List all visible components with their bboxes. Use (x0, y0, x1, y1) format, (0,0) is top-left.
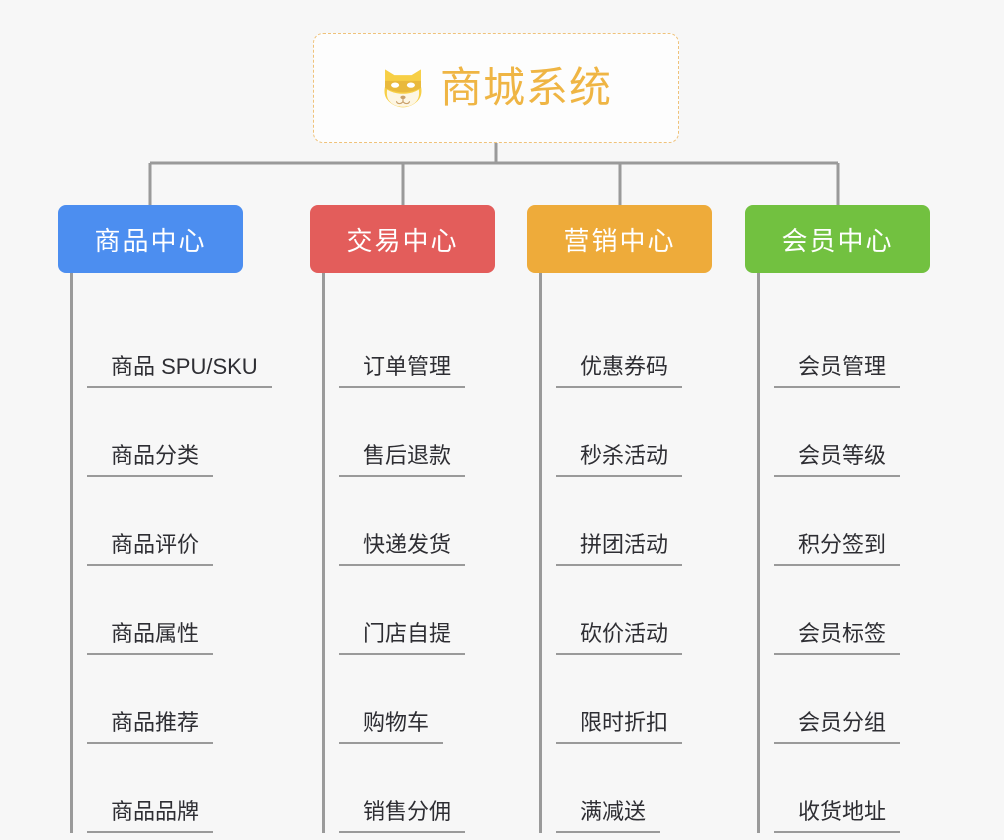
branch-header-member[interactable]: 会员中心 (745, 205, 930, 273)
leaf-label: 限时折扣 (556, 710, 683, 744)
leaf-label: 售后退款 (339, 443, 466, 477)
leaf-label: 收货地址 (774, 799, 901, 833)
root-node[interactable]: 商城系统 (313, 33, 679, 143)
branch-column-marketing: 营销中心 优惠券码 秒杀活动 拼团活动 砍价活动 限时折扣 满减送 (527, 205, 712, 833)
leaf-label: 拼团活动 (556, 532, 683, 566)
list-item[interactable]: 商品推荐 (87, 655, 272, 744)
leaf-list-trade: 订单管理 售后退款 快递发货 门店自提 购物车 销售分佣 (322, 273, 495, 833)
leaf-label: 优惠券码 (556, 354, 683, 388)
list-item[interactable]: 优惠券码 (556, 299, 712, 388)
list-item[interactable]: 限时折扣 (556, 655, 712, 744)
branch-label: 交易中心 (346, 225, 459, 256)
leaf-label: 商品属性 (87, 621, 214, 655)
leaf-list-member: 会员管理 会员等级 积分签到 会员标签 会员分组 收货地址 (757, 273, 930, 833)
leaf-label: 快递发货 (339, 532, 466, 566)
list-item[interactable]: 售后退款 (339, 388, 495, 477)
leaf-label: 商品评价 (87, 532, 214, 566)
branch-header-product[interactable]: 商品中心 (58, 205, 243, 273)
branch-column-member: 会员中心 会员管理 会员等级 积分签到 会员标签 会员分组 收货地址 (745, 205, 930, 833)
list-item[interactable]: 商品 SPU/SKU (87, 299, 272, 388)
root-title: 商城系统 (439, 64, 612, 111)
leaf-label: 满减送 (556, 799, 661, 833)
list-item[interactable]: 满减送 (556, 744, 712, 833)
leaf-label: 商品 SPU/SKU (87, 354, 272, 388)
list-item[interactable]: 会员管理 (774, 299, 930, 388)
list-item[interactable]: 门店自提 (339, 566, 495, 655)
leaf-label: 购物车 (339, 710, 444, 744)
shiba-dog-icon (384, 69, 422, 108)
list-item[interactable]: 购物车 (339, 655, 495, 744)
leaf-label: 秒杀活动 (556, 443, 683, 477)
leaf-label: 商品品牌 (87, 799, 214, 833)
leaf-label: 订单管理 (339, 354, 466, 388)
list-item[interactable]: 收货地址 (774, 744, 930, 833)
list-item[interactable]: 订单管理 (339, 299, 495, 388)
list-item[interactable]: 销售分佣 (339, 744, 495, 833)
branch-label: 商品中心 (94, 225, 207, 256)
list-item[interactable]: 商品评价 (87, 477, 272, 566)
leaf-label: 会员标签 (774, 621, 901, 655)
branch-header-trade[interactable]: 交易中心 (310, 205, 495, 273)
leaf-label: 门店自提 (339, 621, 466, 655)
branch-header-marketing[interactable]: 营销中心 (527, 205, 712, 273)
branch-column-trade: 交易中心 订单管理 售后退款 快递发货 门店自提 购物车 销售分佣 (310, 205, 495, 833)
leaf-label: 商品推荐 (87, 710, 214, 744)
leaf-label: 会员分组 (774, 710, 901, 744)
list-item[interactable]: 积分签到 (774, 477, 930, 566)
branch-label: 会员中心 (781, 225, 894, 256)
branch-label: 营销中心 (563, 225, 676, 256)
branch-column-product: 商品中心 商品 SPU/SKU 商品分类 商品评价 商品属性 商品推荐 商品品牌 (58, 205, 272, 833)
list-item[interactable]: 商品分类 (87, 388, 272, 477)
list-item[interactable]: 拼团活动 (556, 477, 712, 566)
list-item[interactable]: 秒杀活动 (556, 388, 712, 477)
leaf-label: 积分签到 (774, 532, 901, 566)
leaf-label: 会员管理 (774, 354, 901, 388)
list-item[interactable]: 商品属性 (87, 566, 272, 655)
list-item[interactable]: 会员等级 (774, 388, 930, 477)
list-item[interactable]: 会员标签 (774, 566, 930, 655)
leaf-label: 商品分类 (87, 443, 214, 477)
list-item[interactable]: 快递发货 (339, 477, 495, 566)
list-item[interactable]: 商品品牌 (87, 744, 272, 833)
leaf-list-product: 商品 SPU/SKU 商品分类 商品评价 商品属性 商品推荐 商品品牌 (70, 273, 272, 833)
leaf-label: 销售分佣 (339, 799, 466, 833)
list-item[interactable]: 会员分组 (774, 655, 930, 744)
list-item[interactable]: 砍价活动 (556, 566, 712, 655)
leaf-list-marketing: 优惠券码 秒杀活动 拼团活动 砍价活动 限时折扣 满减送 (539, 273, 712, 833)
leaf-label: 会员等级 (774, 443, 901, 477)
leaf-label: 砍价活动 (556, 621, 683, 655)
